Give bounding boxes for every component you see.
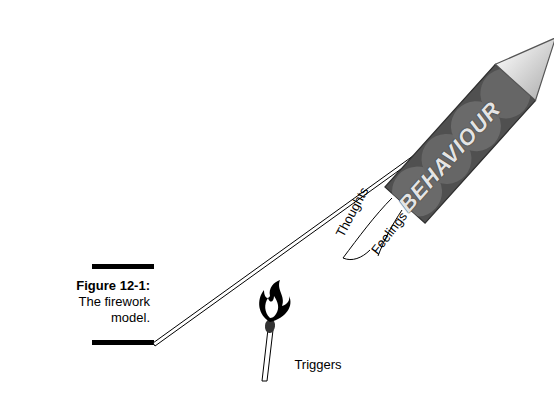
trigger-label: Triggers bbox=[294, 357, 341, 372]
caption-bar bbox=[92, 340, 154, 345]
caption-bar bbox=[92, 264, 154, 269]
tube-pattern bbox=[385, 64, 536, 223]
rocket bbox=[380, 20, 554, 229]
rocket-stick bbox=[153, 148, 426, 346]
fuse-line bbox=[343, 250, 370, 260]
fuse-label: Feelings bbox=[368, 209, 410, 257]
figure-caption: Figure 12-1: The firework model. bbox=[66, 278, 150, 326]
match-illustration bbox=[259, 280, 290, 381]
rocket-nose bbox=[495, 20, 554, 101]
